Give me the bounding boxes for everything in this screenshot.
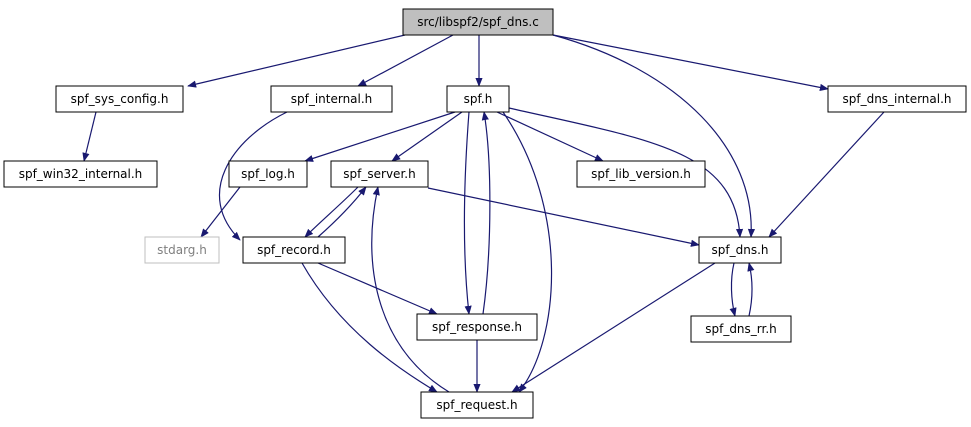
node-label: spf_log.h xyxy=(241,167,295,181)
edge-spf-to-spf-lib-version xyxy=(496,111,604,162)
node-label: spf_internal.h xyxy=(291,92,373,106)
edge-root-to-spf-dns-internal xyxy=(552,34,829,91)
node-spf-sys-config-h[interactable]: spf_sys_config.h xyxy=(55,85,184,113)
edge-spf-internal-to-spf-record xyxy=(219,111,288,241)
node-stdarg-h[interactable]: stdarg.h xyxy=(144,236,220,264)
node-spf-h[interactable]: spf.h xyxy=(446,85,510,113)
node-label: spf_dns.h xyxy=(712,243,769,257)
edge-spf-server-to-spf-dns xyxy=(427,187,700,247)
node-spf-server-h[interactable]: spf_server.h xyxy=(330,160,429,188)
node-spf-response-h[interactable]: spf_response.h xyxy=(416,313,538,341)
edge-spf-to-spf-request xyxy=(502,111,553,393)
node-spf-request-h[interactable]: spf_request.h xyxy=(420,391,534,419)
edge-spf-to-spf-log xyxy=(304,111,456,162)
node-label: spf_request.h xyxy=(436,398,517,412)
node-label: spf_sys_config.h xyxy=(71,92,169,106)
node-label: spf_dns_internal.h xyxy=(842,92,951,106)
node-label: spf_lib_version.h xyxy=(591,167,691,181)
edge-root-to-spf-internal xyxy=(357,34,454,87)
node-spf-lib-version-h[interactable]: spf_lib_version.h xyxy=(576,160,706,188)
node-spf-dns-internal-h[interactable]: spf_dns_internal.h xyxy=(827,85,967,113)
node-spf-record-h[interactable]: spf_record.h xyxy=(242,236,346,264)
edge-spf-record-to-spf-request xyxy=(301,262,438,393)
edge-spf-request-to-spf-server xyxy=(371,186,450,393)
edge-spf-server-to-spf-record xyxy=(304,186,359,238)
node-label: src/libspf2/spf_dns.c xyxy=(417,15,539,29)
nodes: src/libspf2/spf_dns.c spf_sys_config.h s… xyxy=(3,8,967,419)
node-label: stdarg.h xyxy=(157,243,207,257)
edge-spf-dns-to-spf-request xyxy=(511,262,716,393)
edge-spf-dns-to-spf-dns-rr xyxy=(729,262,737,317)
edge-spf-to-spf-dns xyxy=(508,107,744,238)
node-label: spf_response.h xyxy=(432,320,522,334)
edge-spf-record-to-spf-server xyxy=(317,186,367,238)
edge-spf-dns-internal-to-spf-dns xyxy=(768,111,885,238)
edge-spf-response-to-spf xyxy=(481,111,491,315)
edge-spf-record-to-spf-response xyxy=(317,262,438,315)
edge-root-to-spf-dns xyxy=(552,34,756,238)
node-label: spf_dns_rr.h xyxy=(705,322,777,336)
node-spf-dns-h[interactable]: spf_dns.h xyxy=(698,236,782,264)
edge-root-to-spf-sys-config xyxy=(187,34,406,88)
node-label: spf_server.h xyxy=(343,167,415,181)
node-spf-win32-internal-h[interactable]: spf_win32_internal.h xyxy=(3,160,158,188)
node-label: spf.h xyxy=(464,92,493,106)
edge-spf-to-spf-server xyxy=(391,111,463,162)
edge-spf-dns-rr-to-spf-dns xyxy=(747,262,755,317)
node-spf-log-h[interactable]: spf_log.h xyxy=(228,160,308,188)
node-spf-dns-c[interactable]: src/libspf2/spf_dns.c xyxy=(402,8,554,36)
node-label: spf_win32_internal.h xyxy=(19,167,143,181)
node-spf-internal-h[interactable]: spf_internal.h xyxy=(270,85,393,113)
node-spf-dns-rr-h[interactable]: spf_dns_rr.h xyxy=(690,315,792,343)
edges xyxy=(82,34,885,393)
edge-spf-to-spf-response xyxy=(463,111,472,315)
edge-spf-sys-config-to-spf-win32-internal xyxy=(82,111,97,162)
node-label: spf_record.h xyxy=(257,243,331,257)
edge-spf-log-to-stdarg xyxy=(200,186,241,238)
